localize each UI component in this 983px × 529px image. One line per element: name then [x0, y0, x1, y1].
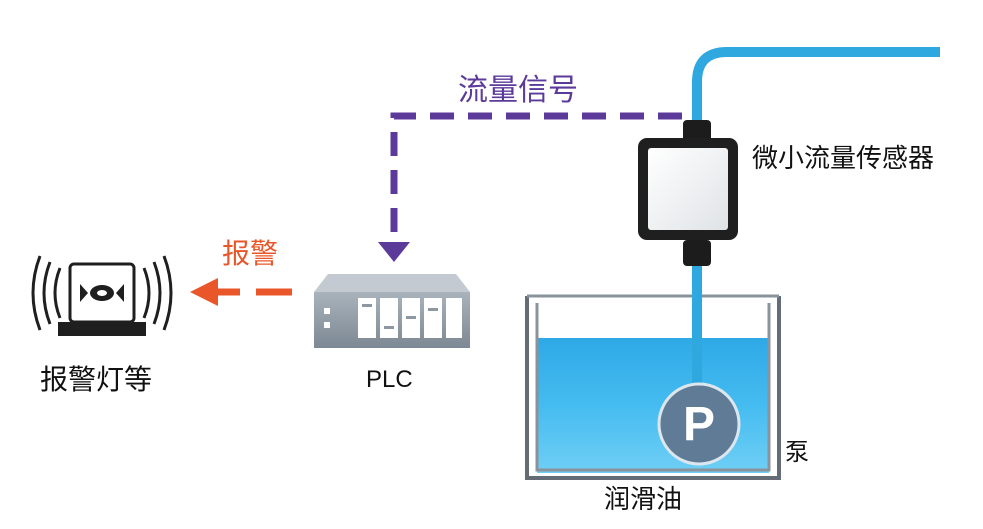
plc-top	[314, 274, 470, 292]
alarm-lamp-label: 报警灯等	[40, 363, 153, 396]
alarm-lamp-icon	[31, 255, 173, 336]
oil-tank	[525, 294, 781, 480]
plc-unit-icon	[314, 274, 470, 348]
pump-symbol: P	[682, 397, 715, 451]
flow-signal-line	[390, 112, 682, 244]
sensor-bottom-fitting	[683, 240, 711, 266]
tank-wall	[525, 296, 781, 480]
plc-label: PLC	[366, 366, 413, 393]
sensor-face	[648, 148, 728, 230]
pump-icon	[657, 382, 741, 466]
alarm-arrowhead	[190, 278, 218, 306]
lubricant-label: 润滑油	[604, 485, 683, 515]
signal-arrowhead	[378, 242, 410, 262]
alarm-label: 报警	[222, 237, 279, 270]
pump-label: 泵	[785, 438, 809, 466]
oil-pipe	[692, 47, 940, 400]
flow-sensor-icon	[638, 120, 738, 266]
tank-inner-wall	[535, 303, 771, 472]
flow-signal-label: 流量信号	[458, 73, 578, 108]
sensor-label: 微小流量传感器	[752, 144, 935, 174]
